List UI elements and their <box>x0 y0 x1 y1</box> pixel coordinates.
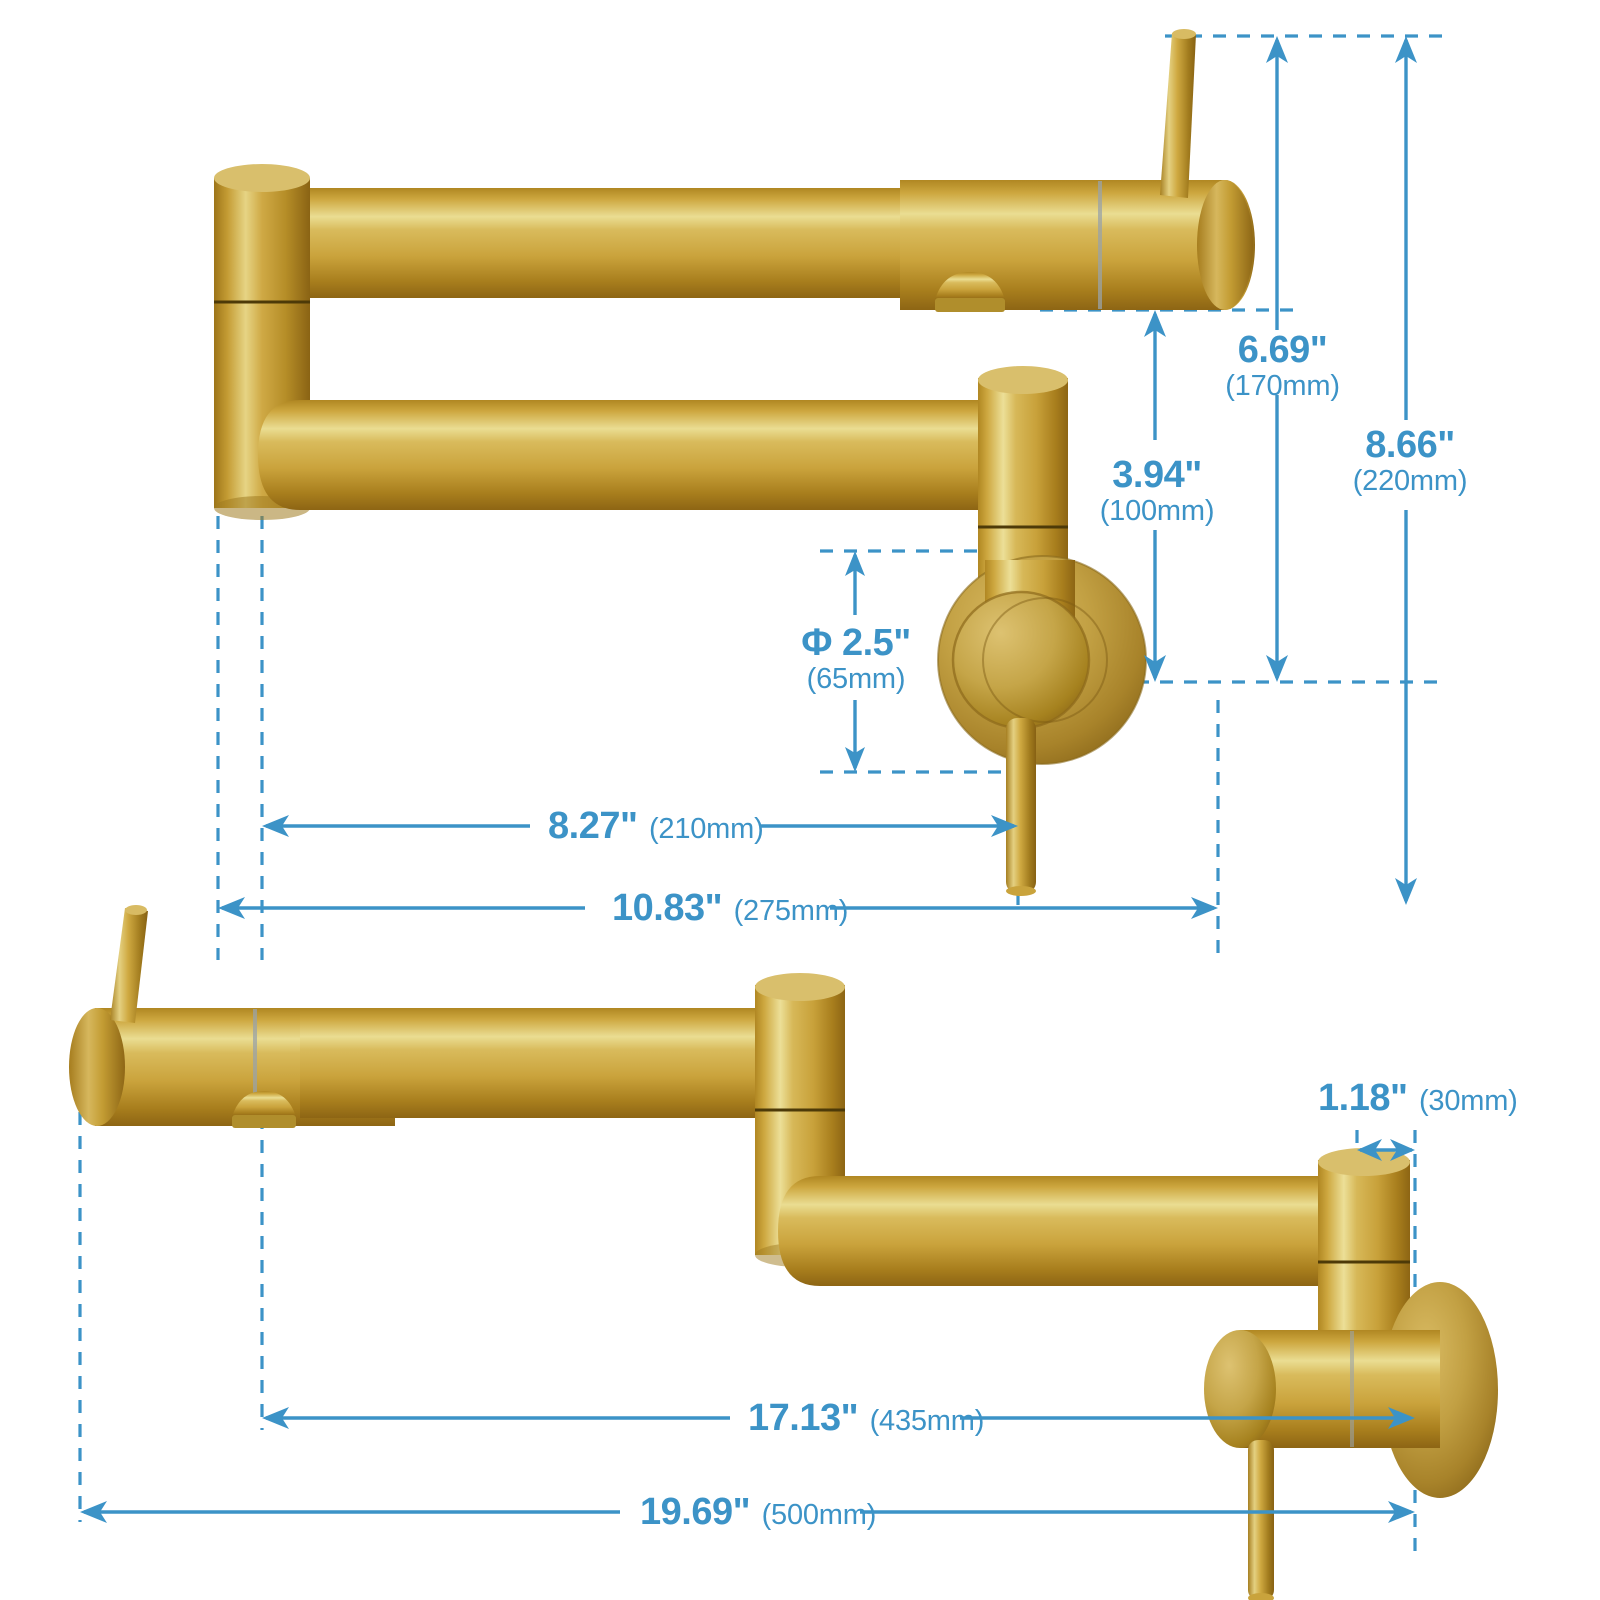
dimension-value-inch: 8.27" <box>548 805 638 847</box>
dimension-value-inch: 6.69" <box>1237 329 1328 371</box>
spout-lever-handle-top <box>1160 29 1196 198</box>
top-view-assembly <box>214 29 1445 960</box>
dimension-value-mm: (210mm) <box>648 813 764 845</box>
spout-lever-handle-bottom <box>110 905 148 1023</box>
bottom-arm-upper-view <box>258 400 1000 510</box>
dimension-value-inch: 17.13" <box>748 1397 859 1439</box>
dimension-label-8-66: 8.66" (220mm) <box>1350 424 1470 498</box>
dimension-arrows-bottom <box>80 1139 1415 1523</box>
dimension-value-inch: 3.94" <box>1112 454 1202 496</box>
dimension-label-6-69: 6.69" (170mm) <box>1225 329 1340 403</box>
dimension-value-inch: 10.83" <box>612 887 723 929</box>
dimension-value-inch: Φ 2.5" <box>801 622 911 664</box>
dimension-value-mm: (65mm) <box>806 663 906 696</box>
dimension-lines-bottom <box>84 1148 1412 1514</box>
upper-arm-bottom-view <box>300 1008 812 1118</box>
dimension-label-19-69: 19.69" (500mm) <box>640 1491 877 1533</box>
wall-flange-bottom <box>1204 1282 1498 1498</box>
dimension-label-17-13: 17.13" (435mm) <box>748 1397 985 1439</box>
dimension-arrows-top <box>218 36 1417 919</box>
dimension-label-phi-2-5: Φ 2.5" (65mm) <box>800 622 912 696</box>
dimension-value-inch: 8.66" <box>1365 424 1455 466</box>
dimension-label-1-18: 1.18" (30mm) <box>1318 1077 1518 1119</box>
bottom-view-assembly <box>69 905 1498 1600</box>
valve-lever-bottom <box>1248 1440 1274 1600</box>
valve-lever-top <box>1006 718 1036 896</box>
dimension-label-8-27: 8.27" (210mm) <box>548 805 764 847</box>
spout-head-top <box>900 180 1255 312</box>
dimension-value-inch: 19.69" <box>640 1491 751 1533</box>
dimension-value-mm: (100mm) <box>1099 495 1215 528</box>
dimension-value-mm: (435mm) <box>869 1405 985 1437</box>
dimension-label-10-83: 10.83" (275mm) <box>612 887 849 929</box>
wall-flange-top <box>937 555 1147 765</box>
dimension-value-mm: (500mm) <box>761 1499 877 1531</box>
dimension-lines-top <box>222 40 1408 910</box>
dimension-value-mm: (30mm) <box>1418 1085 1518 1117</box>
pivot-barrel-top <box>214 164 310 520</box>
dimension-value-mm: (275mm) <box>733 895 849 927</box>
dimension-value-mm: (220mm) <box>1352 465 1468 498</box>
lower-arm-bottom-view <box>778 1176 1340 1286</box>
dimension-value-inch: 1.18" <box>1318 1077 1408 1119</box>
dimension-value-mm: (170mm) <box>1225 370 1340 403</box>
dimension-label-3-94: 3.94" (100mm) <box>1098 454 1216 528</box>
